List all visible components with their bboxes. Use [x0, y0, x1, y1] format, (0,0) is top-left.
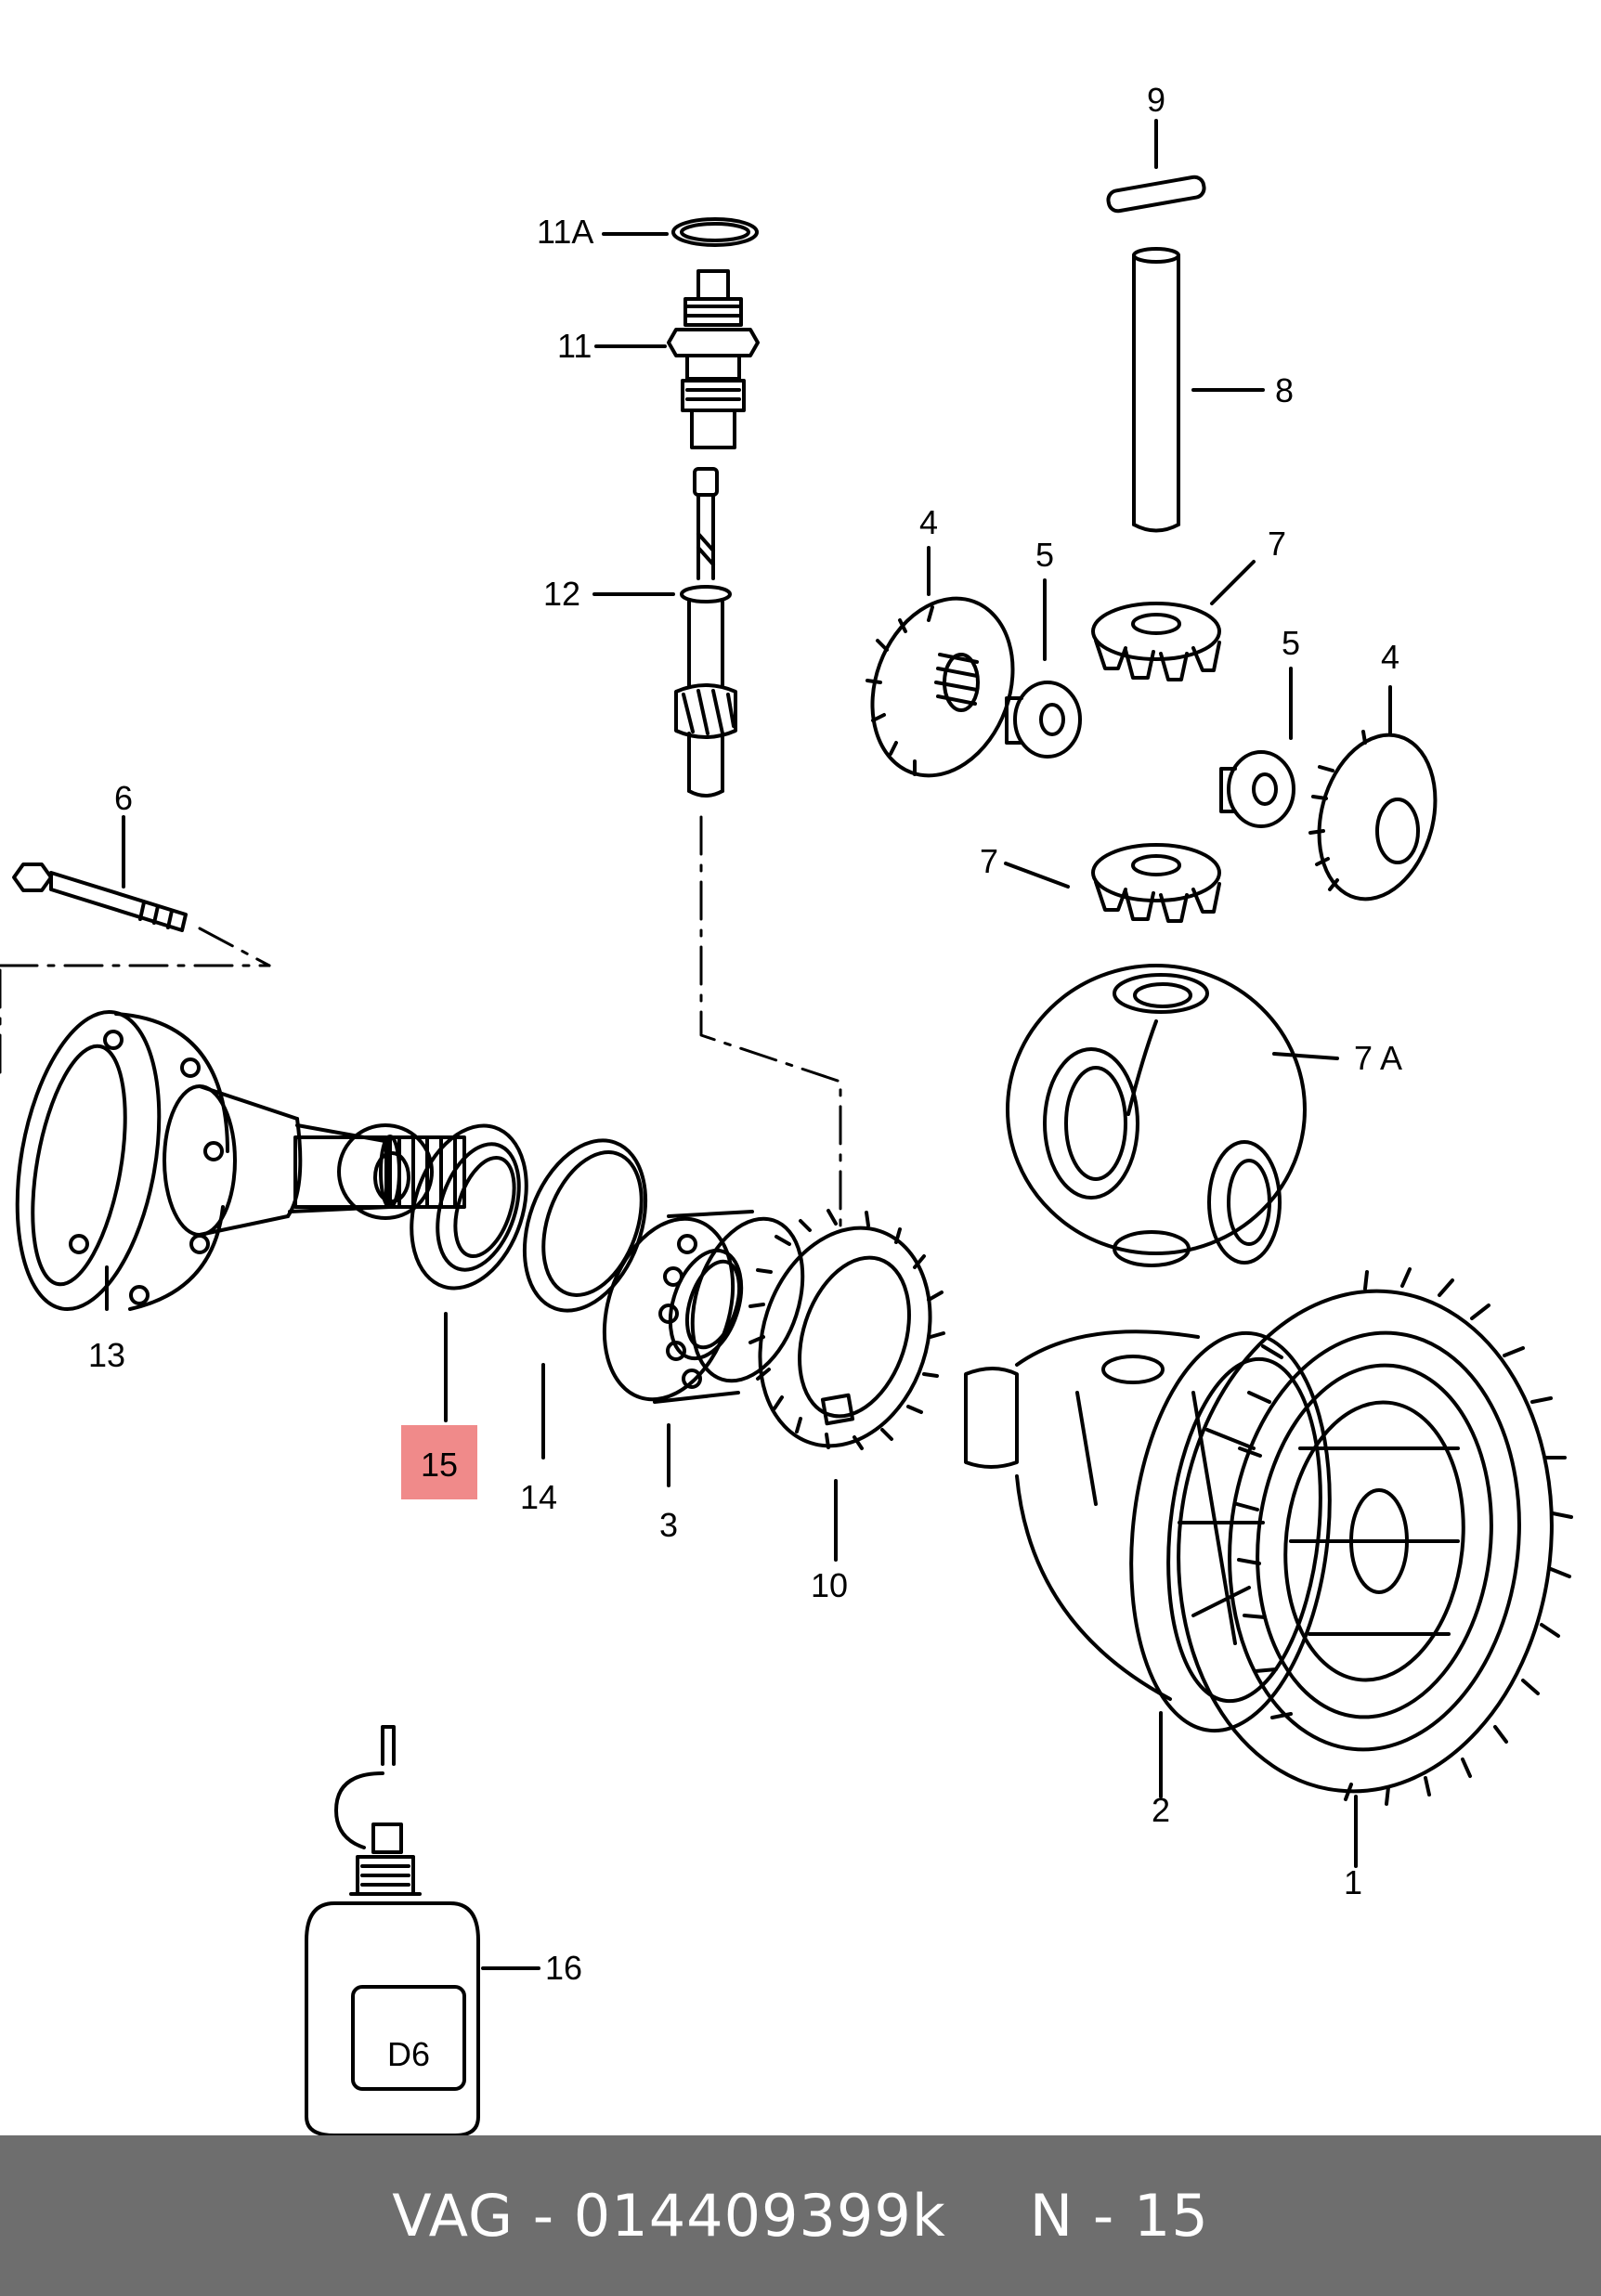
part-7-pinion-lower	[1004, 843, 1221, 923]
highlight-box-15	[401, 1425, 477, 1499]
part-7-pinion-upper	[1091, 560, 1256, 681]
callout-labels: 9 11A 11 8 12 4 5 7 5 4 6 7 7 A 13 15 14…	[88, 81, 1402, 1987]
callout-7a: 7	[1268, 525, 1286, 563]
part-13-flange-shaft	[15, 1009, 466, 1312]
callout-5a: 5	[1035, 536, 1054, 574]
footer-bar: VAG - 014409399k N - 15	[0, 2135, 1601, 2296]
part-2-diff-case	[964, 1330, 1332, 1798]
part-14-shim	[522, 1138, 648, 1459]
part-12-drive-shaft	[592, 467, 737, 798]
part-5-bush-upper	[1005, 578, 1082, 759]
part-8-shaft	[1132, 247, 1265, 533]
callout-5b: 5	[1282, 624, 1300, 662]
callout-9: 9	[1147, 81, 1165, 119]
footer-part-ref: VAG - 014409399k	[392, 2182, 946, 2250]
part-3-bearing	[602, 1210, 805, 1487]
footer-position-ref: N - 15	[1029, 2182, 1209, 2250]
callout-3: 3	[659, 1506, 678, 1544]
part-4-side-gear-lower	[1308, 685, 1438, 902]
callout-7b: 7	[980, 842, 998, 880]
part-16-bottle	[305, 1725, 540, 2135]
callout-7A: 7 A	[1354, 1039, 1402, 1077]
bottle-label: D6	[387, 2035, 430, 2073]
callout-4a: 4	[919, 503, 938, 541]
callout-11a: 11A	[537, 213, 593, 251]
callout-14: 14	[520, 1478, 557, 1516]
callout-2: 2	[1152, 1791, 1170, 1829]
part-4-side-gear-upper	[866, 546, 1015, 778]
callout-11: 11	[557, 327, 592, 365]
part-11a-o-ring	[602, 217, 759, 247]
part-5-bush-lower	[1219, 667, 1295, 828]
part-15-seal	[410, 1123, 528, 1422]
callout-1: 1	[1344, 1863, 1362, 1901]
callout-6: 6	[114, 779, 133, 817]
part-6-bolt	[12, 815, 188, 932]
part-9-pin	[1106, 119, 1206, 214]
part-7a-housing	[1006, 964, 1339, 1267]
part-11-fitting	[594, 269, 760, 449]
callout-10: 10	[811, 1566, 848, 1604]
callout-8: 8	[1275, 371, 1294, 409]
exploded-parts-diagram: D6 9 11A 11 8 12 4 5 7 5 4 6 7 7 A 13 15…	[0, 81, 1573, 2135]
callout-4b: 4	[1381, 638, 1399, 676]
assembly-lines	[0, 815, 842, 1227]
callout-13: 13	[88, 1336, 125, 1374]
part-1-crown-gear	[1177, 1267, 1573, 1868]
part-10-gear-ring	[748, 1209, 945, 1562]
callout-12: 12	[543, 575, 580, 613]
callout-15: 15	[421, 1446, 458, 1484]
callout-16: 16	[545, 1949, 582, 1987]
